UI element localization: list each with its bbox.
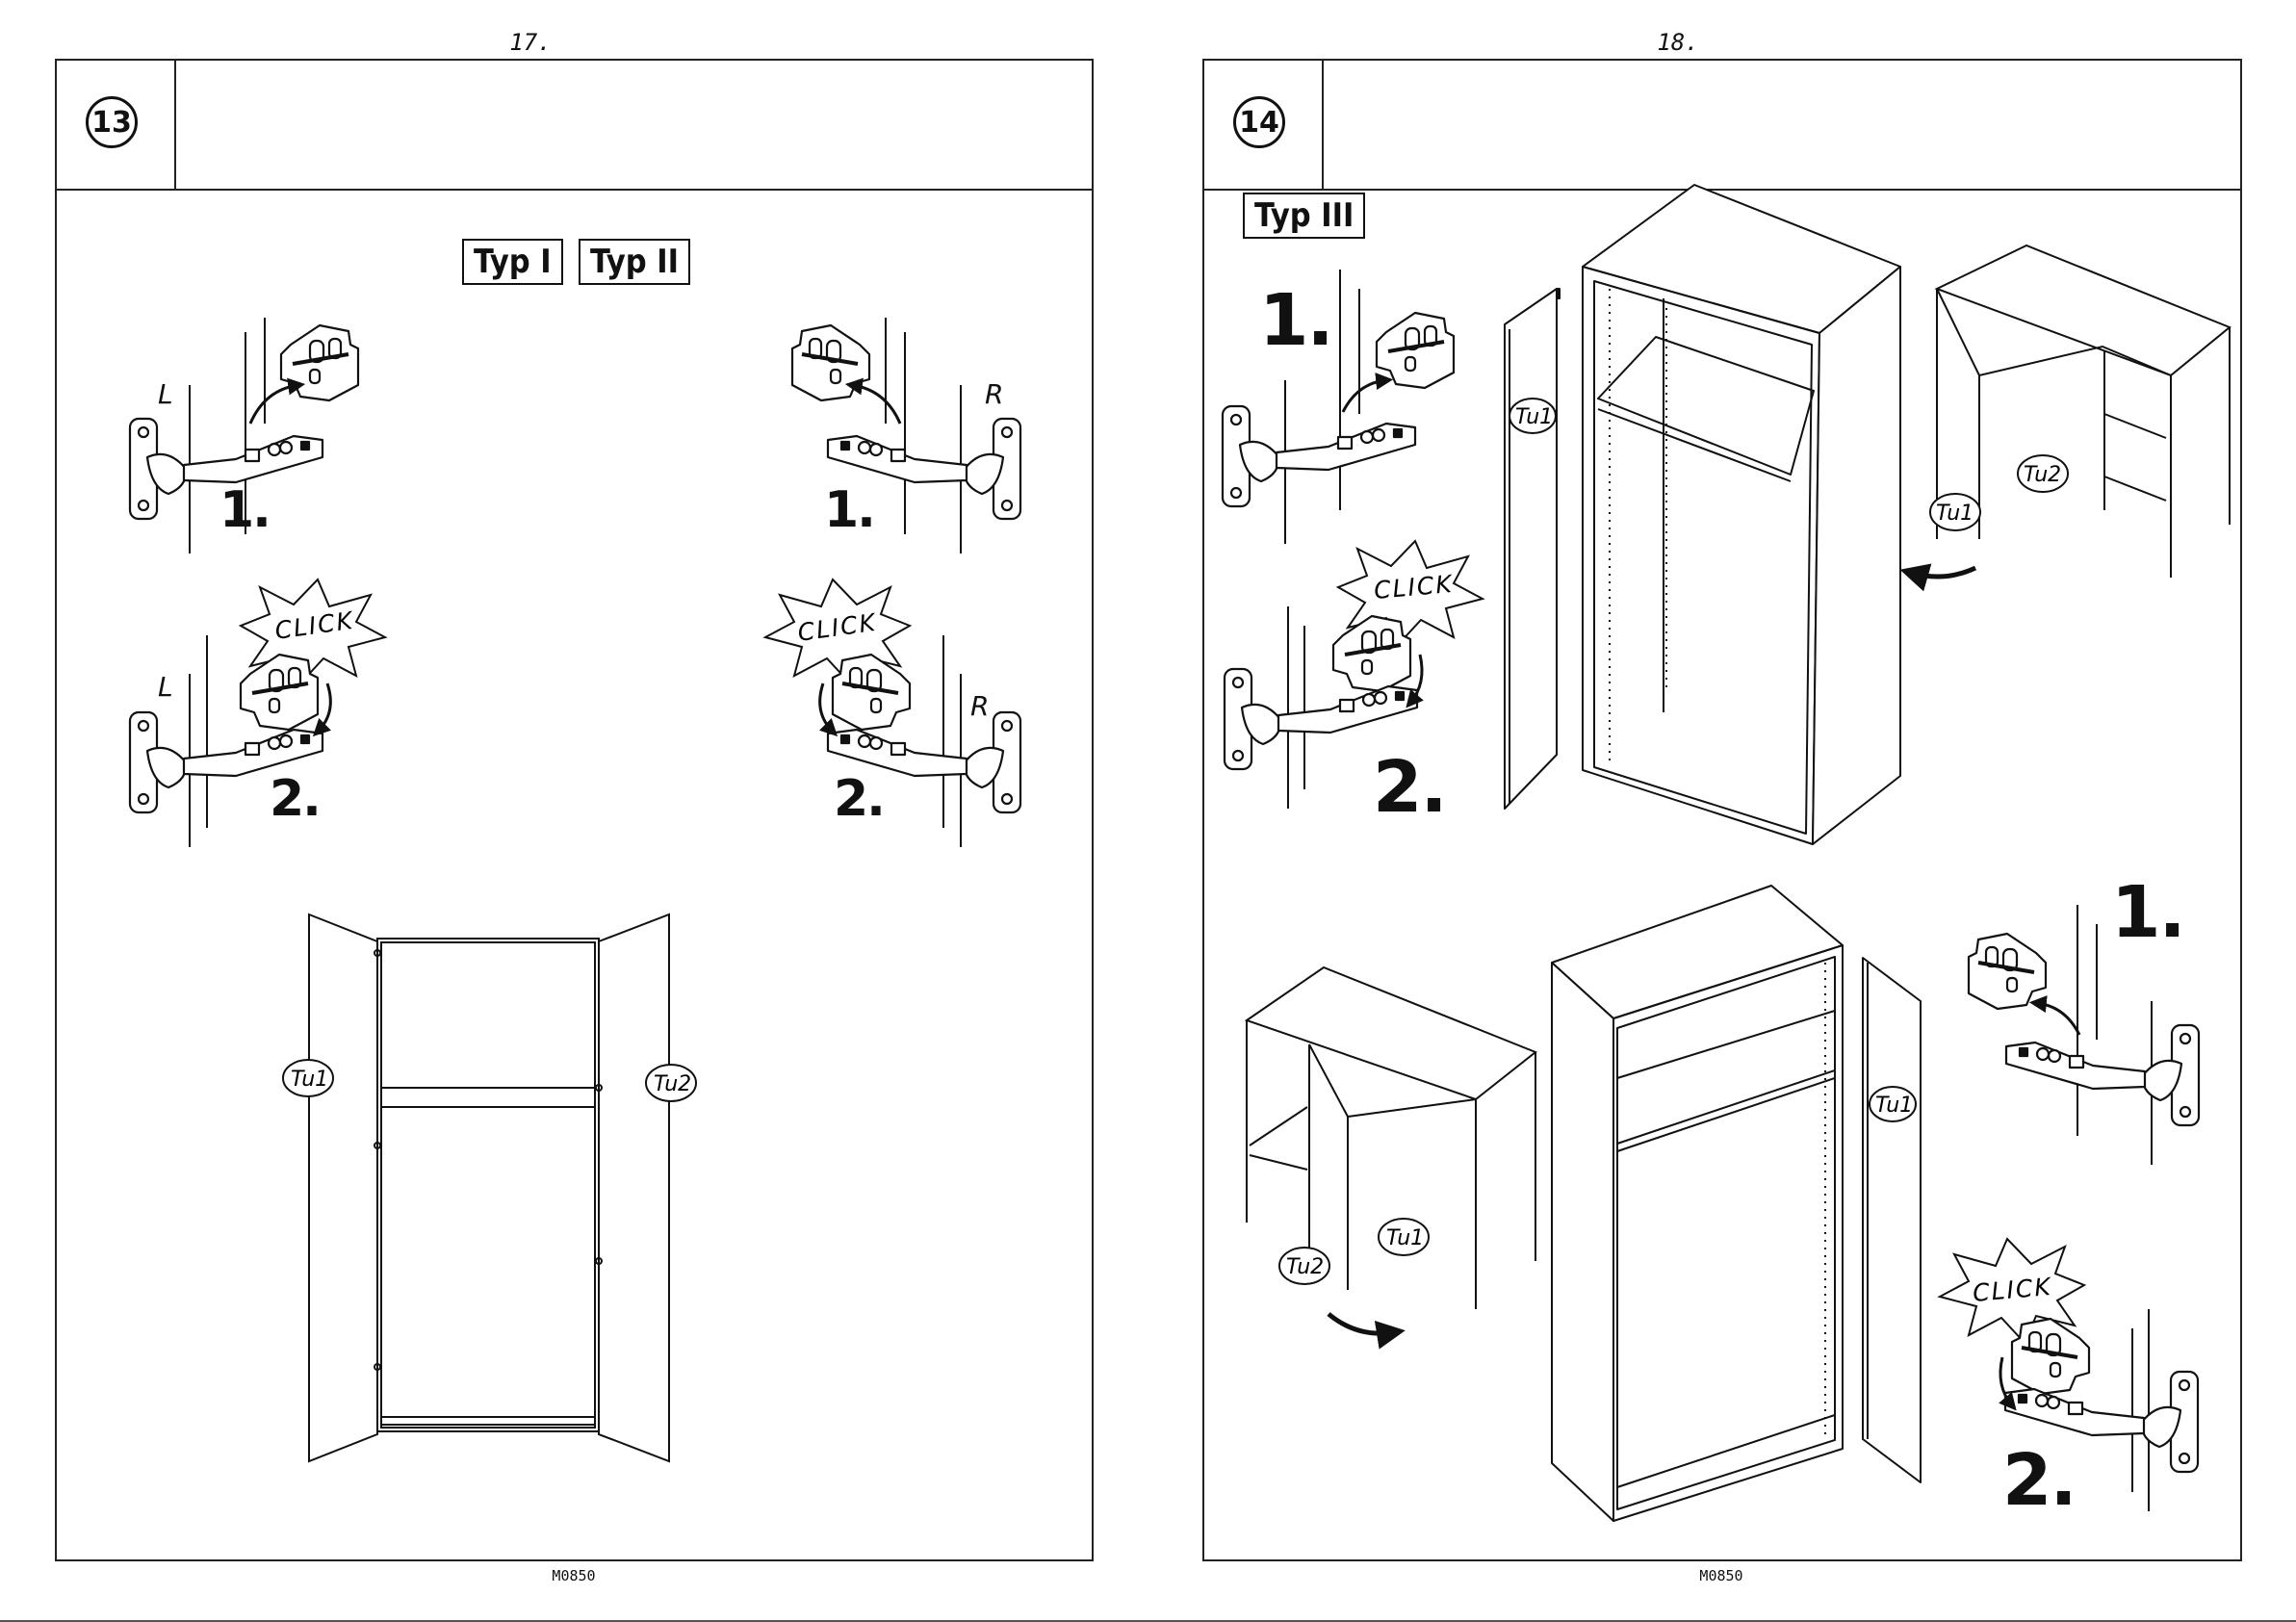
door-label-tu1: Tu1: [1515, 405, 1553, 429]
door-label-tu2: Tu2: [2024, 463, 2061, 487]
door-label-tu1: Tu1: [1936, 502, 1974, 526]
door-label-tu2: Tu2: [1286, 1255, 1324, 1279]
wardrobe-3d-top: [1505, 185, 1900, 844]
hinge-diagram-left-step1: [130, 318, 358, 554]
door-label-tu1: Tu1: [291, 1068, 328, 1092]
hinge-diagram-step1-top: [1223, 270, 1454, 544]
door-label-tu1: Tu1: [1386, 1226, 1424, 1250]
wardrobe-top-view-partial: [1911, 245, 2230, 578]
door-label-tu2: Tu2: [654, 1072, 691, 1096]
hinge-diagram-right-step1: [792, 318, 1020, 554]
door-label-tu1: Tu1: [1875, 1094, 1913, 1118]
wardrobe-front-view: [283, 914, 696, 1461]
hinge-diagram-step1-bottom: [1969, 905, 2199, 1165]
wardrobe-3d-bottom: [1552, 886, 1921, 1521]
